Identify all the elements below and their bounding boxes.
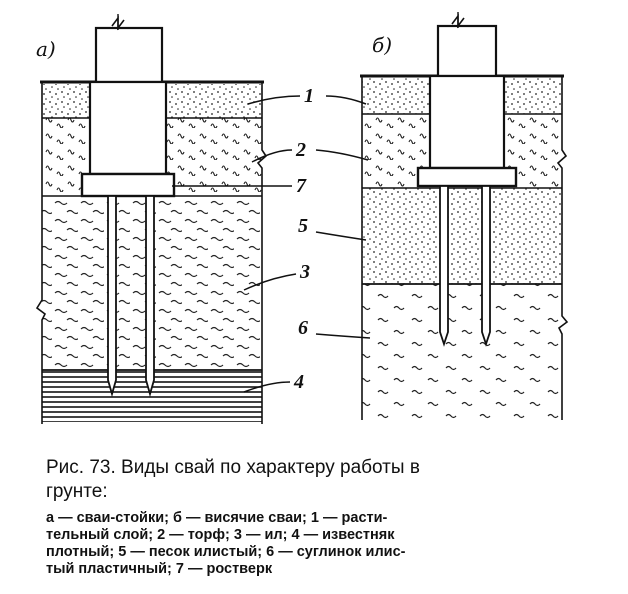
callout-1: 1 (304, 85, 314, 107)
caption-legend: а — сваи-стойки; б — висячие сваи; 1 — р… (46, 510, 606, 578)
caption-legend-line-1: а — сваи-стойки; б — висячие сваи; 1 — р… (46, 510, 388, 526)
layer-callouts (172, 95, 371, 393)
panel-a-pile-left (107, 195, 117, 398)
leader-4 (243, 381, 291, 393)
panel-a-label: а) (36, 37, 56, 61)
leader-6 (315, 333, 371, 339)
panel-b-pile-cap (416, 166, 518, 188)
leader-3 (243, 273, 297, 291)
leader-5 (315, 231, 367, 241)
panel-a-right-break (256, 82, 268, 424)
panel-b-right-break (556, 76, 569, 420)
panel-b-pedestal (428, 74, 506, 170)
panel-b-label: б) (372, 33, 392, 57)
panel-a: а) (35, 14, 268, 424)
panel-a-pedestal (88, 80, 168, 176)
leader-2-b (315, 149, 369, 161)
callout-5: 5 (298, 215, 308, 237)
callout-2: 2 (295, 139, 306, 161)
leader-2-a (251, 149, 293, 163)
panel-b: б) (360, 12, 569, 420)
caption-legend-line-2: тельный слой; 2 — торф; 3 — ил; 4 — изве… (46, 527, 395, 543)
caption-legend-line-3: плотный; 5 — песок илистый; 6 — суглинок… (46, 544, 406, 560)
panel-a-pile-cap (80, 172, 176, 198)
panel-a-pile-right (145, 195, 155, 398)
callout-6: 6 (298, 317, 308, 339)
layer-silty-sand (362, 188, 562, 284)
caption-title-line-2: грунте: (46, 481, 108, 502)
caption-title-line-1: Рис. 73. Виды свай по характеру работы в (46, 457, 420, 478)
panel-b-column (436, 12, 498, 78)
panel-a-column (94, 14, 164, 84)
panel-a-left-break (35, 82, 47, 424)
figure-caption: Рис. 73. Виды свай по характеру работы в… (46, 456, 606, 578)
panel-b-pile-left (439, 185, 449, 347)
leader-1-b (325, 95, 367, 105)
callout-7: 7 (296, 175, 307, 197)
leader-1-a (247, 95, 301, 105)
caption-legend-line-4: тый пластичный; 7 — ростверк (46, 561, 273, 577)
callout-4: 4 (293, 371, 304, 393)
layer-loam (362, 284, 562, 420)
pile-diagram: а) б) (35, 12, 569, 424)
callout-3: 3 (299, 261, 310, 283)
panel-b-pile-right (481, 185, 491, 347)
caption-title: Рис. 73. Виды свай по характеру работы в… (46, 456, 606, 504)
